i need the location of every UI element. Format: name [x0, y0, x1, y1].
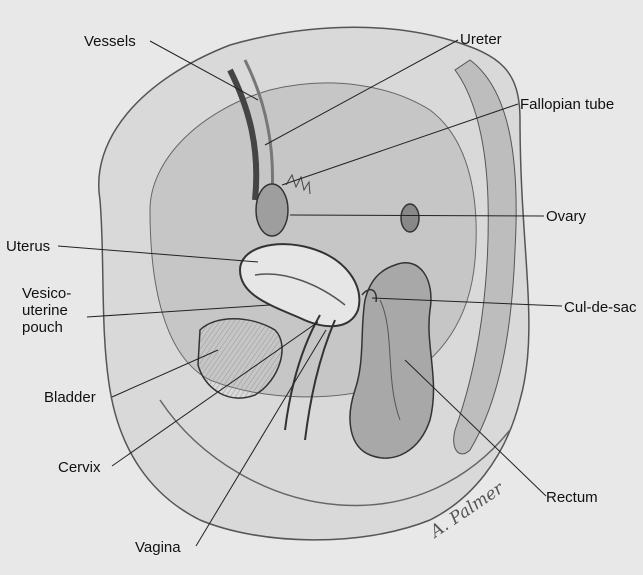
right-ovary-shape: [401, 204, 419, 232]
label-uterus: Uterus: [6, 238, 50, 255]
label-ureter: Ureter: [460, 31, 502, 48]
label-vesicouterine-pouch-line-1: Vesico-: [22, 285, 71, 302]
label-vessels: Vessels: [84, 33, 136, 50]
label-vesicouterine-pouch-line-3: pouch: [22, 319, 71, 336]
label-rectum: Rectum: [546, 489, 598, 506]
label-vesicouterine-pouch-line-2: uterine: [22, 302, 71, 319]
label-bladder: Bladder: [44, 389, 96, 406]
label-cervix: Cervix: [58, 459, 101, 476]
label-cul-de-sac: Cul-de-sac: [564, 299, 637, 316]
ovary-shape: [256, 184, 288, 236]
label-vesicouterine-pouch: Vesico- uterine pouch: [22, 285, 71, 336]
label-vagina: Vagina: [135, 539, 181, 556]
label-ovary: Ovary: [546, 208, 586, 225]
label-fallopian-tube: Fallopian tube: [520, 96, 614, 113]
